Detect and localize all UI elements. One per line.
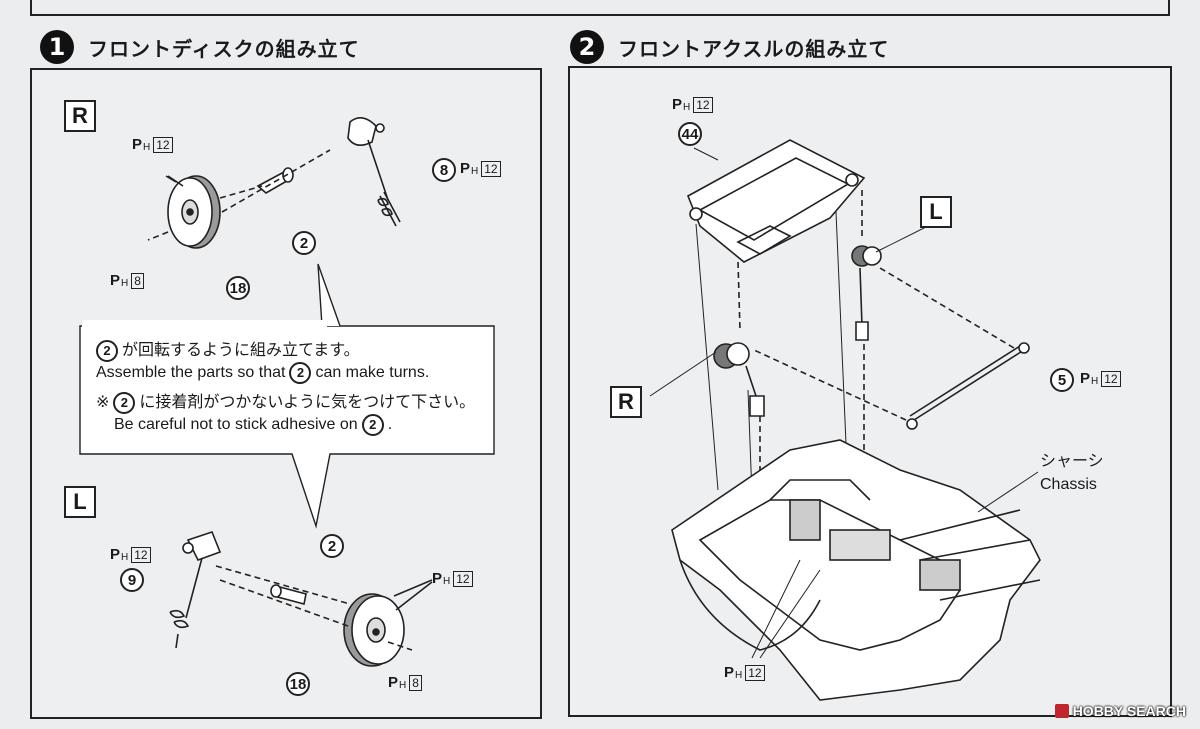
part-5-label: 5 (1050, 368, 1074, 392)
ph-prefix: P (110, 272, 121, 289)
ph-size: 8 (131, 273, 144, 289)
front-axle-panel (568, 66, 1172, 717)
note-line3-prefix: ※ (96, 394, 110, 411)
ph-sub: H (1091, 376, 1099, 387)
note-line-4: Be careful not to stick adhesive on 2 . (96, 414, 486, 436)
note-line-3: ※ 2 に接着剤がつかないように気をつけて下さい。 (96, 392, 486, 414)
note-line-1: 2 が回転するように組み立てます。 (96, 340, 486, 362)
ph-prefix: P (460, 160, 471, 177)
top-frame (30, 0, 1170, 16)
ph-sub: H (121, 552, 129, 563)
note-line1-jp: が回転するように組み立てます。 (122, 342, 360, 359)
ph-sub: H (143, 142, 151, 153)
part-18-label-l: 18 (286, 672, 310, 696)
part-44-label: 44 (678, 122, 702, 146)
ph-size: 8 (409, 675, 422, 691)
ph-prefix: P (132, 136, 143, 153)
ref-part-2: 2 (289, 362, 312, 384)
chassis-label-jp: シャーシ (1040, 453, 1104, 470)
step2-number: 2 (570, 30, 604, 64)
step2-header: 2 フロントアクスルの組み立て (570, 30, 889, 64)
ph-size: 12 (693, 97, 713, 113)
step2-title: フロントアクスルの組み立て (618, 36, 890, 61)
ph-prefix: P (388, 674, 399, 691)
ph-sub: H (683, 102, 691, 113)
ph-size: 12 (1101, 371, 1121, 387)
ph-sub: H (399, 680, 407, 691)
ph-prefix: P (672, 96, 683, 113)
watermark-logo-icon (1054, 704, 1069, 718)
ph-size: 12 (481, 161, 501, 177)
note-line2-suffix: can make turns. (315, 364, 430, 381)
left-side-tag: L (64, 486, 96, 518)
note-line4-prefix: Be careful not to stick adhesive on (114, 416, 358, 433)
ref-part-2: 2 (361, 414, 384, 436)
right-side-tag: R (64, 100, 96, 132)
ph-prefix: P (110, 546, 121, 563)
ph-sub: H (121, 278, 129, 289)
part-8-label: 8 (432, 158, 456, 182)
step1-header: 1 フロントディスクの組み立て (40, 30, 360, 64)
ref-part-2: 2 (113, 392, 136, 414)
watermark: HOBBY SEARCH (1054, 703, 1186, 719)
ph-sub: H (735, 670, 743, 681)
ph-prefix: P (432, 570, 443, 587)
note-line3-jp: に接着剤がつかないように気をつけて下さい。 (139, 394, 476, 411)
ph-prefix: P (1080, 370, 1091, 387)
ph-sub: H (443, 576, 451, 587)
ph-prefix: P (724, 664, 735, 681)
ph-size: 12 (453, 571, 473, 587)
note-line2-prefix: Assemble the parts so that (96, 364, 286, 381)
ph-sub: H (471, 166, 479, 177)
chassis-label: シャーシ Chassis (1040, 450, 1104, 496)
ref-part-2: 2 (96, 340, 118, 362)
assembly-note: 2 が回転するように組み立てます。 Assemble the parts so … (96, 340, 486, 436)
step1-number: 1 (40, 30, 74, 64)
chassis-label-en: Chassis (1040, 476, 1097, 493)
watermark-text: HOBBY SEARCH (1072, 703, 1186, 719)
part-18-label: 18 (226, 276, 250, 300)
ph-size: 12 (153, 137, 173, 153)
note-line4-suffix: . (387, 416, 393, 433)
axle-right-tag: R (610, 386, 642, 418)
part-9-label: 9 (120, 568, 144, 592)
step1-title: フロントディスクの組み立て (88, 36, 360, 61)
ph-size: 12 (131, 547, 151, 563)
part-2-label-l: 2 (320, 534, 344, 558)
note-line-2: Assemble the parts so that 2 can make tu… (96, 362, 486, 384)
ph-size: 12 (745, 665, 765, 681)
part-2-label: 2 (292, 231, 316, 255)
axle-left-tag: L (920, 196, 952, 228)
